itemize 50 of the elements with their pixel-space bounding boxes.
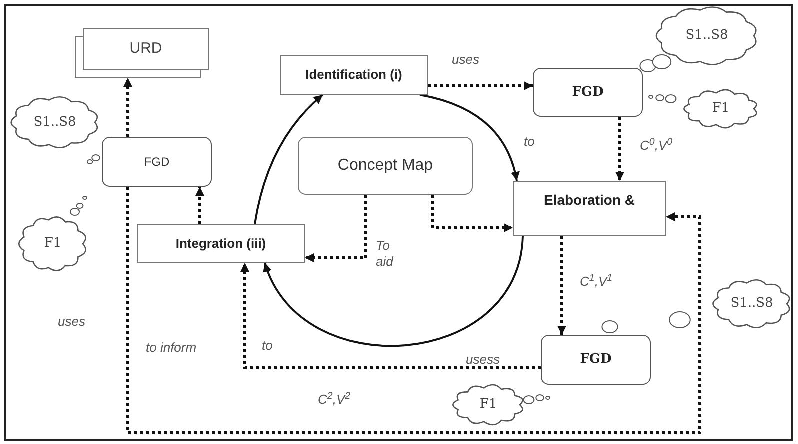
node-label: Integration (iii) (176, 234, 266, 253)
node-label: F1 (44, 236, 62, 252)
node-label: FGD (572, 84, 604, 102)
node-label: F1 (480, 397, 498, 412)
node-label: FGD (144, 154, 170, 171)
node-label: S1..S8 (34, 114, 76, 130)
process-box (513, 181, 666, 236)
annotation-text: usess (466, 351, 500, 369)
rounded-box (102, 137, 212, 187)
rounded-box (298, 137, 473, 195)
edge-label: To aid (376, 238, 395, 270)
edge-label: to (262, 338, 273, 354)
edge-label: C$^{0}$,V$^{0}$ (640, 138, 673, 154)
dotted-arrow (428, 82, 533, 90)
dotted-arrow (616, 117, 624, 181)
process-box (137, 224, 305, 263)
dotted-arrow (305, 195, 368, 262)
thought-cloud (683, 88, 759, 130)
thought-cloud (712, 278, 792, 330)
thought-cloud (10, 95, 100, 150)
curved-arrow (420, 94, 520, 182)
dotted-arrow (558, 236, 566, 335)
node-label: URD (130, 38, 162, 59)
node-label: S1..S8 (686, 28, 728, 44)
node-label: Elaboration & (544, 191, 635, 210)
rounded-box (533, 68, 643, 117)
node-label: FGD (580, 351, 612, 370)
curved-arrow (264, 236, 524, 346)
dotted-arrow (126, 187, 702, 434)
rounded-box (541, 335, 651, 385)
edge-label: uses (452, 52, 480, 68)
annotation-text: to inform (146, 339, 197, 357)
thought-cloud (655, 5, 759, 67)
edge-label: C$^{2}$,V$^{2}$ (318, 392, 351, 408)
thought-cloud (18, 215, 88, 273)
node-label: S1..S8 (730, 296, 774, 312)
node-label: F1 (712, 101, 730, 116)
dotted-arrow (432, 195, 513, 232)
process-box (280, 55, 428, 95)
dotted-arrow (196, 187, 204, 224)
thought-cloud (452, 383, 525, 427)
document-stack (75, 28, 209, 78)
node-label: Identification (i) (306, 66, 402, 84)
edge-label: to (524, 134, 535, 150)
curved-arrow (254, 94, 324, 224)
dotted-arrow (124, 78, 132, 137)
annotation-text: uses (58, 313, 86, 331)
dotted-arrow (240, 263, 541, 370)
node-label: Concept Map (338, 156, 434, 176)
edge-label: C$^{1}$,V$^{1}$ (580, 274, 613, 290)
